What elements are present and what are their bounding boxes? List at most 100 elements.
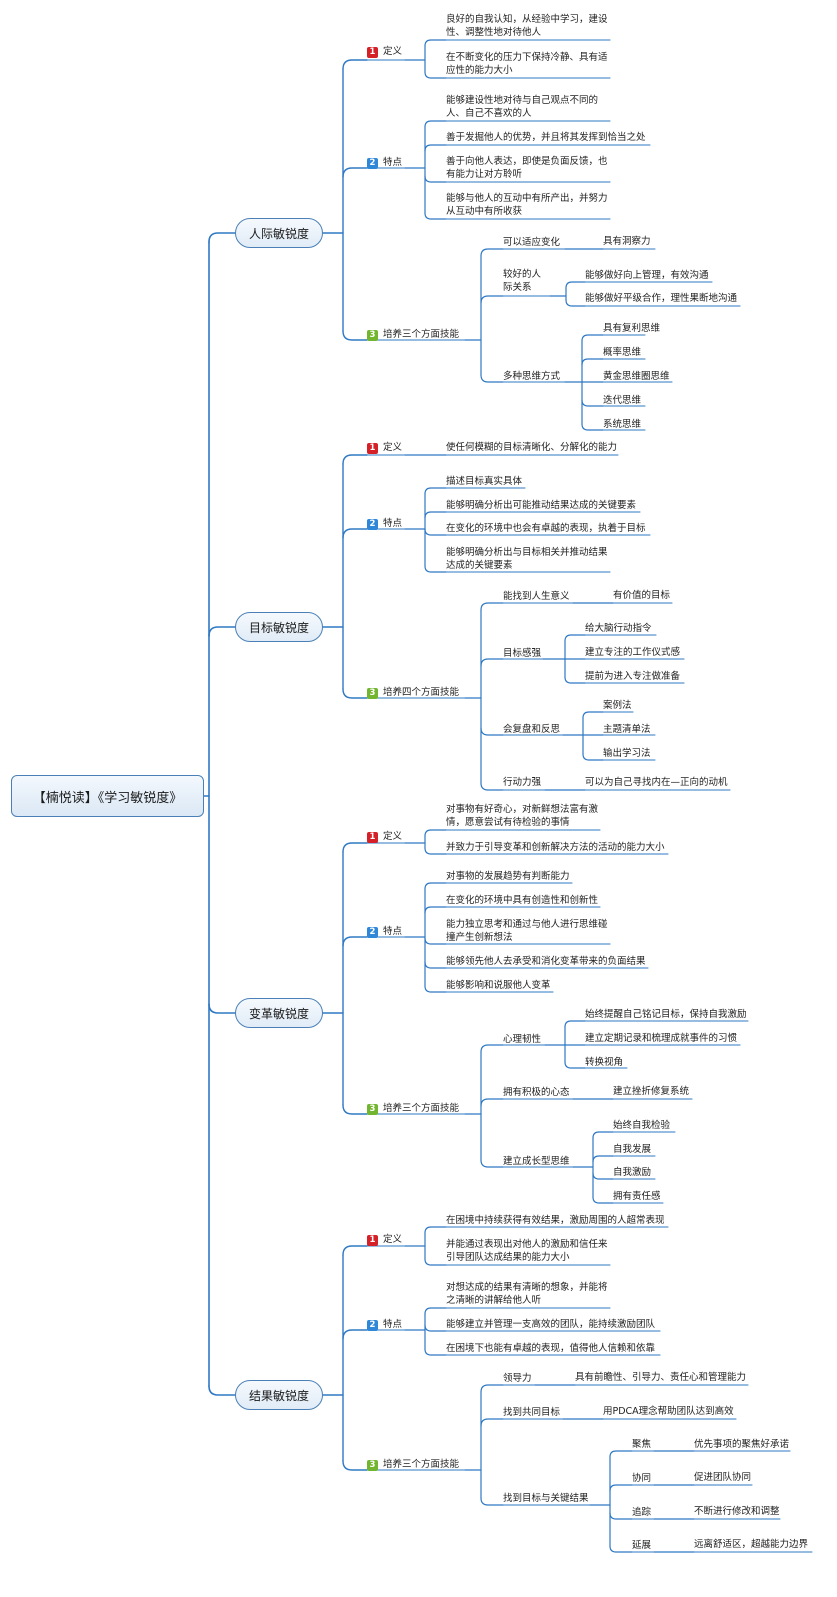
skill-detail[interactable]: 用PDCA理念帮助团队达到高效 [603,1406,734,1417]
skill-detail[interactable]: 促进团队协同 [694,1472,752,1483]
main-topic-result[interactable]: 结果敏锐度 [235,1380,323,1410]
definition-item[interactable]: 在困境中持续获得有效结果，激励周围的人超常表现 [446,1215,665,1226]
main-topic-interpersonal[interactable]: 人际敏锐度 [235,218,323,248]
skill-item[interactable]: 目标感强 [503,648,542,659]
skill-item[interactable]: 较好的人际关系 [503,269,542,293]
skill-detail[interactable]: 拥有责任感 [613,1191,661,1202]
definition-item[interactable]: 对事物有好奇心，对新鲜想法富有激情，愿意尝试有待检验的事情 [446,804,599,828]
trait-item[interactable]: 能够建设性地对待与自己观点不同的人、自己不喜欢的人 [446,95,599,119]
skill-item[interactable]: 拥有积极的心态 [503,1087,570,1098]
definition-item[interactable]: 使任何模糊的目标清晰化、分解化的能力 [446,442,618,453]
skill-detail[interactable]: 不断进行修改和调整 [694,1506,780,1517]
skill-detail[interactable]: 概率思维 [603,347,642,358]
skill-detail[interactable]: 具有前瞻性、引导力、责任心和管理能力 [575,1372,747,1383]
skill-item[interactable]: 建立成长型思维 [503,1156,570,1167]
skill-detail[interactable]: 始终自我检验 [613,1120,671,1131]
skill-detail[interactable]: 优先事项的聚焦好承诺 [694,1439,790,1450]
subtopic-label: 培养三个方面技能 [383,329,460,340]
skill-item[interactable]: 可以适应变化 [503,237,561,248]
trait-item[interactable]: 能力独立思考和通过与他人进行思维碰撞产生创新想法 [446,919,608,943]
trait-item[interactable]: 善于向他人表达，即使是负面反馈，也有能力让对方聆听 [446,156,608,180]
connector-line [565,281,586,289]
trait-item[interactable]: 善于发掘他人的优势，并且将其发挥到恰当之处 [446,132,646,143]
skill-detail[interactable]: 自我发展 [613,1144,652,1155]
skill-detail[interactable]: 自我激励 [613,1167,652,1178]
skill-detail[interactable]: 转换视角 [585,1057,624,1068]
root-title: 【楠悦读】《学习敏锐度》 [32,790,183,806]
connector-line [208,1003,236,1014]
skill-detail[interactable]: 可以为自己寻找内在—正向的动机 [585,777,728,788]
trait-item[interactable]: 能够领先他人去承受和消化变革带来的负面结果 [446,956,646,967]
skill-detail[interactable]: 远离舒适区，超越能力边界 [694,1539,809,1550]
trait-item[interactable]: 对想达成的结果有清晰的想象，并能将之清晰的讲解给他人听 [446,1282,608,1306]
connector-line [424,1348,447,1356]
trait-item[interactable]: 能够建立并管理一支高效的团队，能持续激励团队 [446,1319,656,1330]
skill-detail[interactable]: 给大脑行动指令 [585,623,652,634]
connector-line [424,906,447,914]
skill-detail[interactable]: 提前为进入专注做准备 [585,671,681,682]
skill-detail[interactable]: 始终提醒自己铭记目标，保持自我激励 [585,1009,747,1020]
skill-detail[interactable]: 案例法 [603,700,632,711]
skill-detail[interactable]: 建立专注的工作仪式感 [585,647,681,658]
definition-item[interactable]: 良好的自我认知，从经验中学习，建设性、调整性地对待他人 [446,14,608,38]
skill-detail[interactable]: 具有复利思维 [603,323,661,334]
skill-item[interactable]: 能找到人生意义 [503,591,570,602]
connector-line [424,882,447,890]
trait-item[interactable]: 描述目标真实具体 [446,476,523,487]
trait-item[interactable]: 在困境下也能有卓越的表现，值得他人信赖和依靠 [446,1343,656,1354]
definition-item[interactable]: 并致力于引导变革和创新解决方法的活动的能力大小 [446,842,665,853]
skill-detail[interactable]: 能够做好平级合作，理性果断地沟通 [585,293,738,304]
trait-item[interactable]: 在变化的环境中也会有卓越的表现，执着于目标 [446,523,646,534]
skill-item[interactable]: 会复盘和反思 [503,724,561,735]
connector-line [208,1385,236,1396]
skill-item[interactable]: 领导力 [503,1373,532,1384]
main-topic-change[interactable]: 变革敏锐度 [235,998,323,1028]
skill-detail[interactable]: 黄金思维圈思维 [603,371,670,382]
connector-line [565,299,586,307]
trait-item[interactable]: 在变化的环境中具有创造性和创新性 [446,895,599,906]
connector-line [480,248,504,257]
badge-1-icon: 1 [367,1235,378,1246]
root-topic[interactable]: 【楠悦读】《学习敏锐度》 [11,775,204,817]
skill-item[interactable]: 行动力强 [503,777,542,788]
badge-2-icon: 2 [367,927,378,938]
okr-item[interactable]: 延展 [632,1540,652,1551]
trait-item[interactable]: 能够明确分析出与目标相关并推动结果达成的关键要素 [446,547,608,571]
skill-item[interactable]: 心理韧性 [503,1034,542,1045]
skill-item[interactable]: 找到共同目标 [503,1407,561,1418]
skill-detail[interactable]: 建立挫折修复系统 [613,1086,690,1097]
trait-item[interactable]: 能够与他人的互动中有所产出，并努力从互动中有所收获 [446,193,608,217]
skill-detail[interactable]: 迭代思维 [603,395,642,406]
okr-item[interactable]: 追踪 [632,1507,652,1518]
okr-item[interactable]: 协同 [632,1473,652,1484]
skill-detail[interactable]: 能够做好向上管理，有效沟通 [585,270,709,281]
skill-detail[interactable]: 具有洞察力 [603,236,651,247]
okr-item[interactable]: 聚焦 [632,1439,652,1450]
main-topic-goal[interactable]: 目标敏锐度 [235,612,323,642]
skill-item[interactable]: 找到目标与关键结果 [503,1493,589,1504]
skill-detail[interactable]: 系统思维 [603,419,642,430]
trait-item[interactable]: 对事物的发展趋势有判断能力 [446,871,570,882]
trait-item[interactable]: 能够明确分析出可能推动结果达成的关键要素 [446,500,637,511]
skill-detail[interactable]: 主题清单法 [603,724,651,735]
skill-item[interactable]: 多种思维方式 [503,371,561,382]
connector-line [609,1450,633,1458]
skill-detail[interactable]: 输出学习法 [603,748,651,759]
skill-detail[interactable]: 建立定期记录和梳理成就事件的习惯 [585,1033,738,1044]
definition-item[interactable]: 在不断变化的压力下保持冷静、具有适应性的能力大小 [446,52,608,76]
trait-item[interactable]: 能够影响和说服他人变革 [446,980,551,991]
definition-item[interactable]: 并能通过表现出对他人的激励和信任来引导团队达成结果的能力大小 [446,1239,608,1263]
skill-detail[interactable]: 有价值的目标 [613,590,671,601]
